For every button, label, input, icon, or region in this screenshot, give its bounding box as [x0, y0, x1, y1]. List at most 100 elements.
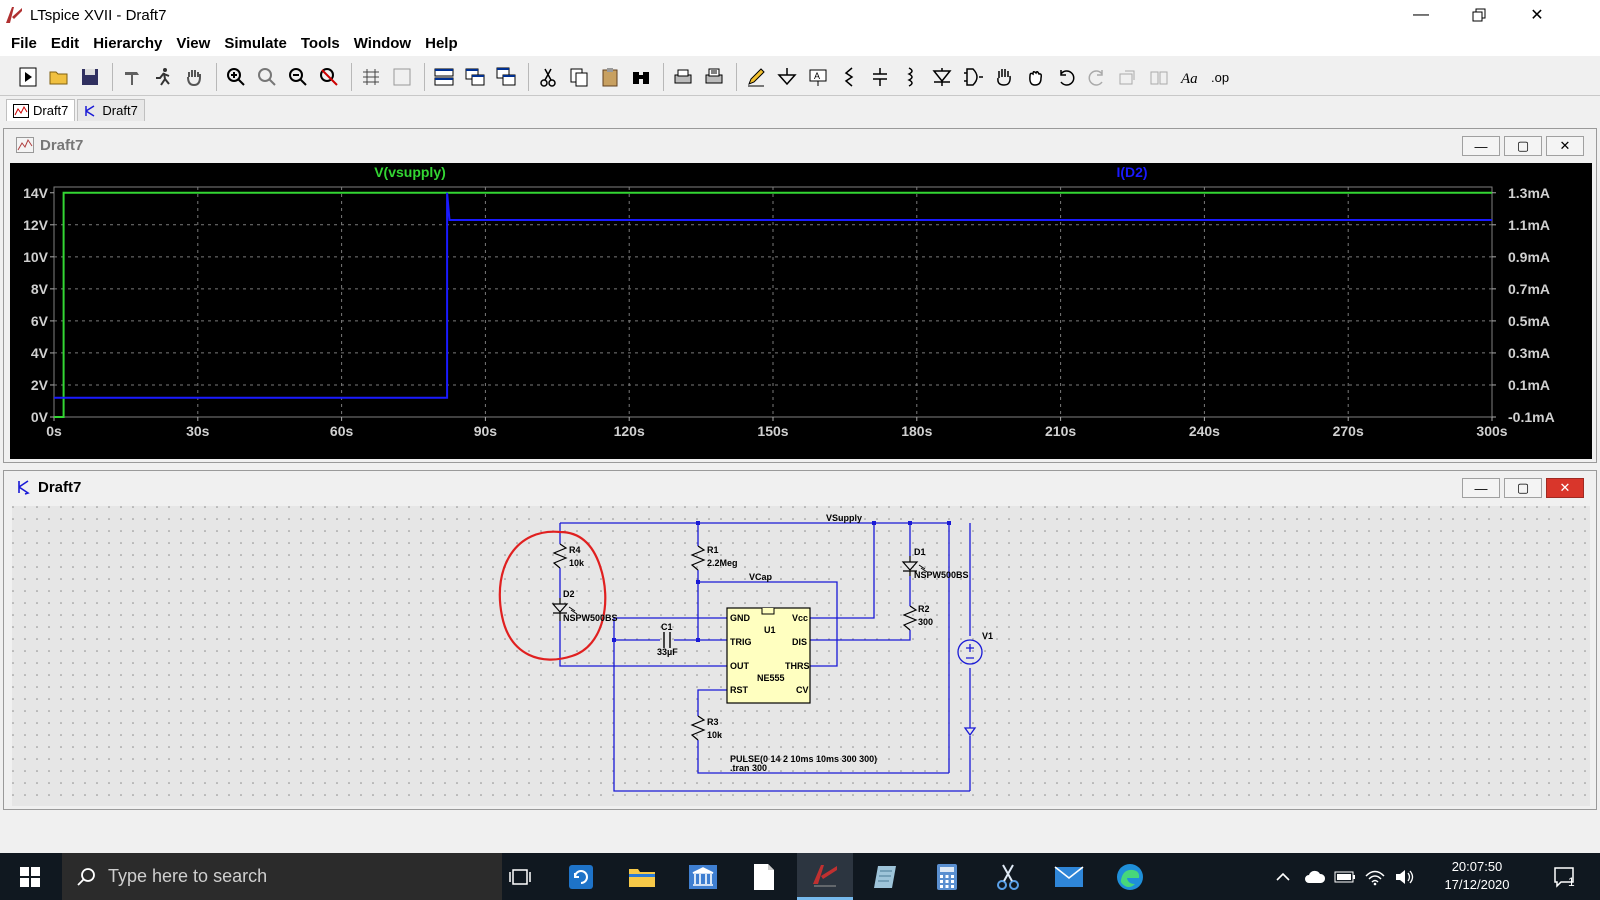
diode-button[interactable] [928, 63, 956, 91]
taskbar-app-calculator[interactable] [919, 853, 975, 900]
cascade-button[interactable] [492, 63, 520, 91]
menu-edit[interactable]: Edit [50, 34, 80, 52]
resistor-r1[interactable] [690, 545, 706, 571]
resistor-r2[interactable] [902, 605, 918, 631]
resistor-r3[interactable] [690, 715, 706, 741]
text-button[interactable]: Aa [1176, 63, 1204, 91]
taskbar-app-snipping-tool[interactable] [980, 853, 1036, 900]
tray-onedrive[interactable] [1300, 853, 1330, 900]
menu-tools[interactable]: Tools [300, 34, 340, 52]
source-pulse-spec[interactable]: PULSE(0 14 2 10ms 10ms 300 300) [730, 754, 877, 764]
minimize-button[interactable]: — [1413, 6, 1429, 23]
trace-label-vvsupply[interactable]: V(vsupply) [374, 164, 446, 180]
menu-view[interactable]: View [176, 34, 211, 52]
capacitor-button[interactable] [866, 63, 894, 91]
menu-window[interactable]: Window [353, 34, 412, 52]
taskbar-app-notes[interactable] [858, 853, 914, 900]
action-center-button[interactable]: 1 [1544, 853, 1588, 900]
label-net-button[interactable]: A [804, 63, 832, 91]
pan-button[interactable] [253, 63, 281, 91]
net-label-vsupply[interactable]: VSupply [826, 513, 862, 523]
voltage-source-v1[interactable] [957, 639, 983, 737]
schematic-canvas[interactable]: VSupply VCap R4 10k D2 NSPW500BS R1 2.2M… [12, 506, 1590, 806]
waveform-maximize-button[interactable]: ▢ [1504, 136, 1542, 156]
drag-button[interactable] [1021, 63, 1049, 91]
document-tabs: Draft7 Draft7 [0, 97, 1600, 121]
waveform-window-titlebar[interactable]: Draft7 [4, 129, 1596, 161]
find-button[interactable] [627, 63, 655, 91]
capacitor-c1[interactable] [663, 632, 671, 648]
halt-button[interactable] [180, 63, 208, 91]
print-button[interactable] [669, 63, 697, 91]
taskbar-app-refresh[interactable] [553, 853, 609, 900]
trace-id2[interactable] [54, 192, 1492, 399]
zoom-out-button[interactable] [284, 63, 312, 91]
inductor-button[interactable] [897, 63, 925, 91]
menu-file[interactable]: File [11, 34, 37, 52]
redo-button[interactable] [1083, 63, 1111, 91]
tile-vertical-button[interactable] [461, 63, 489, 91]
schematic-window-titlebar[interactable]: Draft7 [4, 471, 1596, 503]
net-label-vcap[interactable]: VCap [749, 572, 773, 582]
start-button[interactable] [2, 853, 58, 900]
menu-simulate[interactable]: Simulate [224, 34, 287, 52]
trace-vvsupply[interactable] [54, 191, 1492, 418]
taskbar-app-mail[interactable] [1041, 853, 1097, 900]
paste-button[interactable] [596, 63, 624, 91]
schematic-minimize-button[interactable]: — [1462, 478, 1500, 498]
open-button[interactable] [45, 63, 73, 91]
spice-directive-tran[interactable]: .tran 300 [730, 763, 767, 773]
new-schematic-button[interactable] [14, 63, 42, 91]
schematic-close-button[interactable]: ✕ [1546, 478, 1584, 498]
waveform-minimize-button[interactable]: — [1462, 136, 1500, 156]
ic-ne555[interactable] [726, 607, 811, 704]
tray-overflow-button[interactable] [1268, 853, 1298, 900]
tab-schematic-draft7[interactable]: Draft7 [77, 99, 145, 121]
tray-volume[interactable] [1390, 853, 1420, 900]
maximize-button[interactable] [1456, 0, 1502, 30]
menu-hierarchy[interactable]: Hierarchy [93, 34, 163, 52]
waveform-close-button[interactable]: ✕ [1546, 136, 1584, 156]
diode-d1[interactable] [901, 556, 928, 576]
search-placeholder: Type here to search [108, 866, 268, 886]
control-panel-button[interactable] [118, 63, 146, 91]
schematic-maximize-button[interactable]: ▢ [1504, 478, 1542, 498]
tab-waveform-draft7[interactable]: Draft7 [6, 99, 76, 121]
component-button[interactable] [959, 63, 987, 91]
tile-grid-button[interactable] [357, 63, 385, 91]
zoom-fit-button[interactable] [315, 63, 343, 91]
rotate-button[interactable] [1114, 63, 1142, 91]
taskbar-app-bank[interactable] [675, 853, 731, 900]
ground-button[interactable] [773, 63, 801, 91]
taskbar-app-edge[interactable] [1102, 853, 1158, 900]
copy-button[interactable] [565, 63, 593, 91]
taskbar-app-document[interactable] [736, 853, 792, 900]
tray-battery[interactable] [1330, 853, 1360, 900]
autorange-button[interactable] [388, 63, 416, 91]
value-r2: 300 [918, 617, 933, 627]
tile-horizontal-button[interactable] [430, 63, 458, 91]
resistor-r4[interactable] [552, 543, 568, 569]
close-button[interactable]: ✕ [1530, 7, 1544, 24]
taskbar-clock[interactable]: 20:07:50 17/12/2020 [1432, 858, 1522, 894]
menu-help[interactable]: Help [425, 34, 458, 52]
cut-button[interactable] [534, 63, 562, 91]
taskbar-app-file-explorer[interactable] [614, 853, 670, 900]
move-button[interactable] [990, 63, 1018, 91]
zoom-in-button[interactable] [222, 63, 250, 91]
taskbar-search-box[interactable]: Type here to search [62, 853, 502, 900]
spice-directive-button[interactable]: .op [1207, 63, 1235, 91]
print-setup-button[interactable] [700, 63, 728, 91]
taskbar-app-ltspice[interactable] [797, 853, 853, 900]
draw-wire-button[interactable] [742, 63, 770, 91]
save-button[interactable] [76, 63, 104, 91]
trace-label-id2[interactable]: I(D2) [1116, 164, 1147, 180]
resistor-button[interactable] [835, 63, 863, 91]
run-button[interactable] [149, 63, 177, 91]
undo-button[interactable] [1052, 63, 1080, 91]
tray-wifi[interactable] [1360, 853, 1390, 900]
mirror-button[interactable] [1145, 63, 1173, 91]
task-view-button[interactable] [492, 853, 548, 900]
diode-d2[interactable] [551, 598, 578, 621]
